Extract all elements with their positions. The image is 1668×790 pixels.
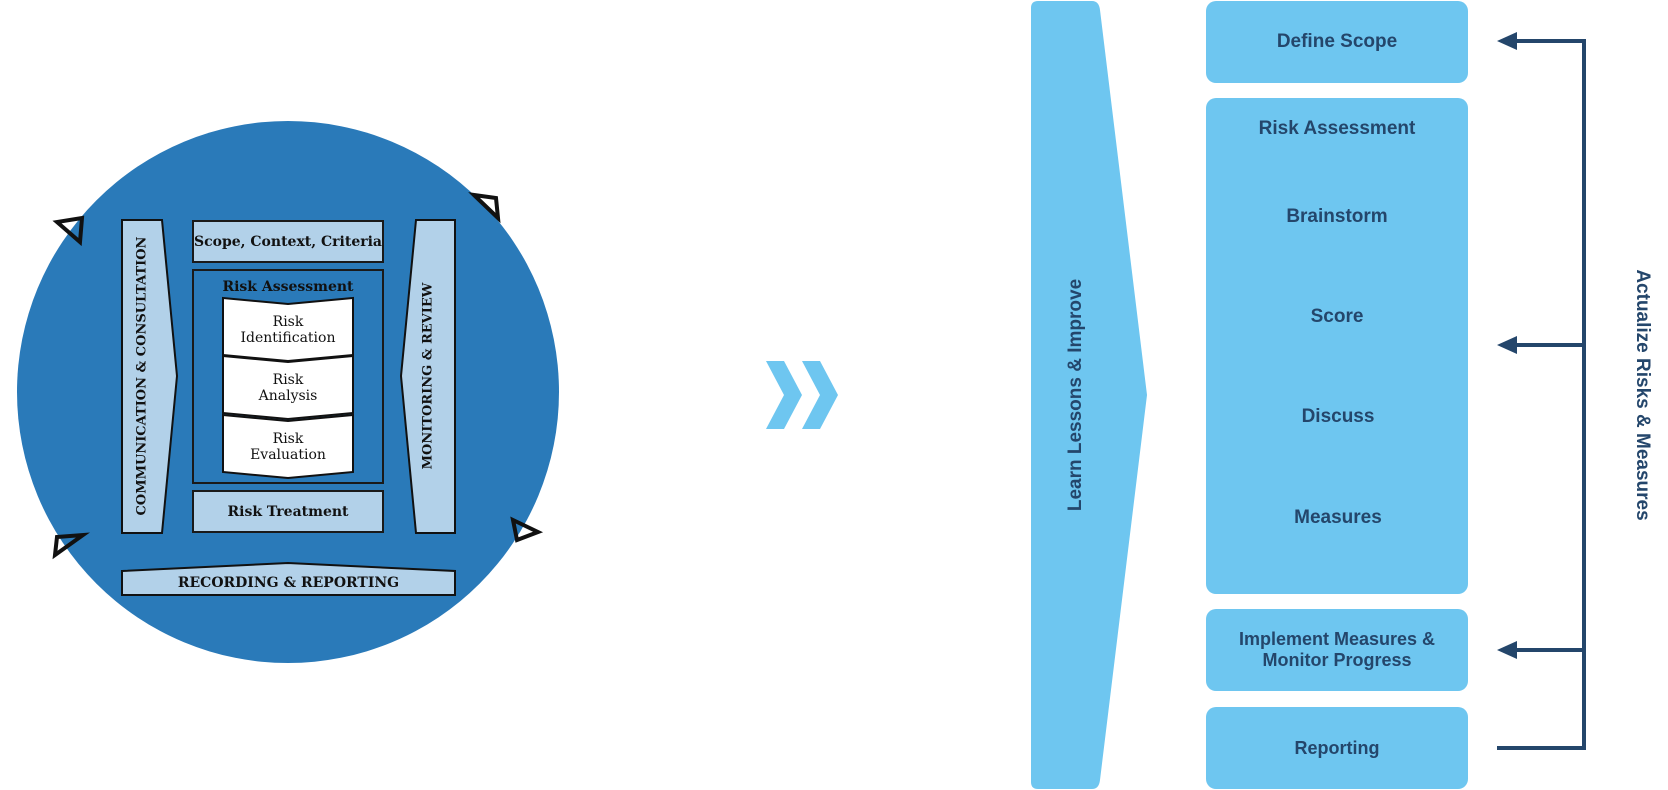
communication-arrow-shape bbox=[121, 219, 179, 534]
implement-monitor-box: Implement Measures & Monitor Progress bbox=[1206, 609, 1468, 691]
arrowhead-risk-assessment bbox=[1497, 336, 1517, 354]
learn-lessons-improve-label: Learn Lessons & Improve bbox=[1065, 278, 1086, 512]
actualize-risks-measures-label: Actualize Risks & Measures bbox=[1632, 269, 1653, 521]
step-line2: Evaluation bbox=[250, 446, 326, 463]
risk-assessment-title: Risk Assessment bbox=[1258, 118, 1416, 139]
step-line1: Risk bbox=[272, 430, 304, 447]
cycle-arrowhead-top-left bbox=[52, 215, 85, 247]
step-line1: Risk bbox=[272, 371, 304, 388]
iso-risk-process-diagram: Scope, Context, Criteria Risk Assessment… bbox=[0, 0, 600, 790]
step-risk-identification: Risk Identification bbox=[223, 304, 353, 355]
left-diagram-canvas bbox=[17, 121, 559, 663]
arrowhead-define-scope bbox=[1497, 32, 1517, 50]
recording-reporting-label: RECORDING & REPORTING bbox=[177, 575, 400, 591]
step-shape-analysis bbox=[222, 354, 354, 421]
step-line2: Identification bbox=[240, 329, 336, 346]
implement-line1: Implement Measures & bbox=[1238, 629, 1436, 650]
define-scope-box: Define Scope bbox=[1206, 1, 1468, 83]
reporting-label: Reporting bbox=[1294, 737, 1380, 758]
step-risk-evaluation: Risk Evaluation bbox=[223, 421, 353, 472]
learn-improve-arrow-shape bbox=[1031, 1, 1147, 789]
scope-context-criteria-label: Scope, Context, Criteria bbox=[194, 233, 382, 250]
feedback-connector-line bbox=[1497, 39, 1586, 750]
recording-arrow-shape bbox=[121, 561, 456, 596]
step-score-label: Score bbox=[1310, 306, 1364, 327]
risk-assessment-box: Risk Assessment bbox=[192, 269, 384, 484]
reporting-box: Reporting bbox=[1206, 707, 1468, 789]
scope-context-criteria-box: Scope, Context, Criteria bbox=[192, 220, 384, 263]
risk-treatment-label: Risk Treatment bbox=[227, 503, 349, 520]
risk-assessment-title: Risk Assessment bbox=[222, 279, 354, 295]
step-line1: Risk bbox=[272, 313, 304, 330]
cycle-arrowhead-top-right bbox=[468, 192, 501, 224]
monitoring-arrow-shape bbox=[399, 219, 456, 534]
cycle-arrowhead-bottom-left bbox=[52, 532, 91, 560]
step-discuss-label: Discuss bbox=[1301, 406, 1375, 427]
double-chevron-right-icon bbox=[766, 361, 838, 429]
step-brainstorm-label: Brainstorm bbox=[1286, 206, 1388, 227]
risk-assessment-box: Risk Assessment bbox=[1206, 98, 1468, 594]
define-scope-label: Define Scope bbox=[1276, 31, 1398, 53]
implement-line2: Monitor Progress bbox=[1262, 650, 1412, 670]
arrowhead-implement bbox=[1497, 641, 1517, 659]
step-risk-analysis: Risk Analysis bbox=[223, 362, 353, 413]
cycle-arrowhead-bottom-right bbox=[510, 516, 544, 543]
step-measures-label: Measures bbox=[1294, 507, 1382, 528]
risk-treatment-box: Risk Treatment bbox=[192, 490, 384, 533]
step-shape-evaluation bbox=[222, 413, 354, 480]
step-line2: Analysis bbox=[258, 387, 318, 404]
